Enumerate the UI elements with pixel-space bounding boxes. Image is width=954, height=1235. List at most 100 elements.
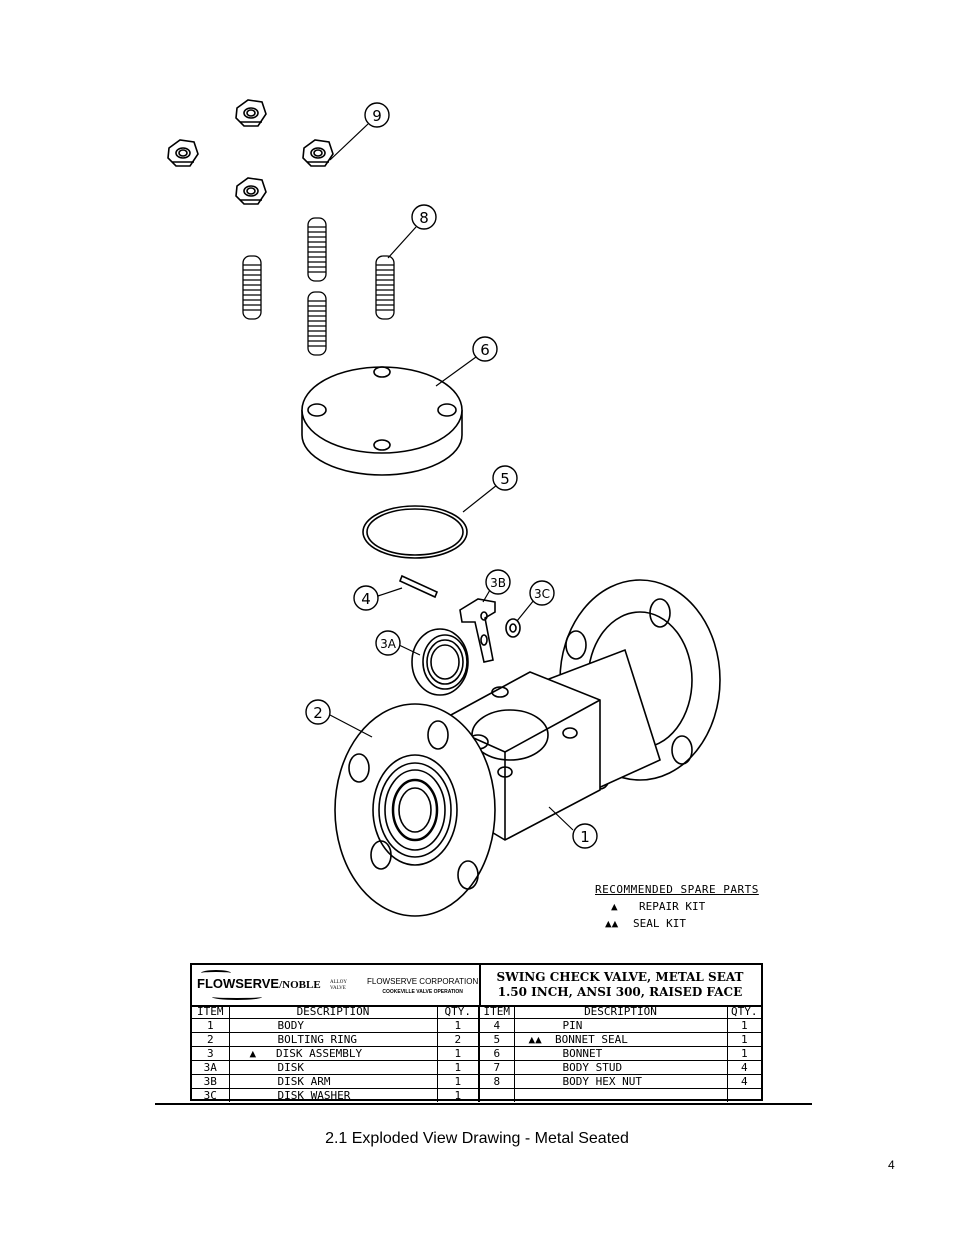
hex-nut [302, 139, 334, 167]
table-cell: 1 [437, 1060, 480, 1075]
table-cell: DISK WASHER [229, 1088, 438, 1102]
legend-row: ▲REPAIR KIT [595, 898, 759, 915]
header-qty: QTY. [437, 1005, 480, 1019]
table-cell: 1 [192, 1018, 230, 1033]
disk-arm [459, 598, 496, 663]
table-cell: 1 [437, 1046, 480, 1061]
leader-lines [329, 123, 574, 831]
table-cell: BODY [229, 1018, 438, 1033]
table-cell: 8 [479, 1074, 515, 1089]
figure-caption: 2.1 Exploded View Drawing - Metal Seated [325, 1130, 629, 1147]
header-description-2: DESCRIPTION [514, 1005, 728, 1019]
callout-5: 5 [500, 470, 510, 488]
body-stud [307, 291, 327, 356]
table-cell: 1 [727, 1046, 761, 1061]
table-cell: 2 [192, 1032, 230, 1047]
callout-3c: 3C [534, 587, 550, 601]
table-cell [727, 1089, 761, 1103]
header-qty-2: QTY. [727, 1005, 761, 1019]
table-cell: DISK [229, 1060, 438, 1075]
table-cell: 4 [479, 1018, 515, 1033]
table-cell: BOLTING RING [229, 1032, 438, 1047]
legend-label: SEAL KIT [633, 917, 686, 930]
table-cell: 3C [192, 1088, 230, 1102]
title-line-1: SWING CHECK VALVE, METAL SEAT [496, 970, 744, 984]
table-header-row: ITEM DESCRIPTION QTY. ITEM DESCRIPTION Q… [192, 1005, 761, 1019]
corporation-block: FLOWSERVE CORPORATION COOKEVILLE VALVE O… [367, 977, 478, 997]
table-cell: PIN [514, 1018, 728, 1033]
callout-2: 2 [313, 704, 323, 722]
table-cell: 1 [437, 1088, 480, 1102]
callout-8: 8 [419, 209, 429, 227]
table-cell: BODY STUD [514, 1060, 728, 1075]
disk-washer [505, 618, 521, 638]
table-cell [514, 1088, 728, 1102]
table-cell: 3 [192, 1046, 230, 1061]
body-stud [242, 255, 262, 320]
parts-table: ITEM DESCRIPTION QTY. ITEM DESCRIPTION Q… [192, 1005, 761, 1102]
legend-row: ▲▲ SEAL KIT [595, 915, 759, 932]
hex-nut [167, 139, 199, 167]
table-cell: ▲ DISK ASSEMBLY [229, 1046, 438, 1061]
table-cell: BODY HEX NUT [514, 1074, 728, 1089]
table-cell: 1 [437, 1018, 480, 1033]
table-cell: 7 [479, 1060, 515, 1075]
page-number: 4 [888, 1158, 895, 1172]
header-item-2: ITEM [479, 1005, 515, 1019]
body-stud [307, 217, 327, 282]
disk [411, 628, 469, 696]
table-cell: 4 [727, 1060, 761, 1075]
table-cell [479, 1088, 515, 1102]
logo-swoosh-top [201, 970, 231, 976]
body-stud [375, 255, 395, 320]
corporation-name: FLOWSERVE CORPORATION [367, 977, 479, 986]
brand-name: FLOWSERVE [197, 976, 280, 991]
hex-nut [235, 177, 267, 205]
table-cell: 4 [727, 1074, 761, 1089]
header-description: DESCRIPTION [229, 1005, 438, 1019]
valve-body [334, 579, 721, 917]
table-cell: 1 [727, 1018, 761, 1033]
brand-suffix: /NOBLE [279, 979, 321, 991]
table-cell: 1 [437, 1074, 480, 1089]
legend-label: REPAIR KIT [639, 900, 706, 913]
title-line-2: 1.50 INCH, ANSI 300, RAISED FACE [497, 985, 743, 999]
drawing-title: SWING CHECK VALVE, METAL SEAT 1.50 INCH,… [479, 965, 761, 1005]
hex-nut [235, 99, 267, 127]
logo-swoosh-bottom [212, 994, 262, 1000]
callout-3a: 3A [380, 637, 397, 651]
pin [398, 574, 439, 599]
table-cell: 5 [479, 1032, 515, 1047]
spare-parts-legend: RECOMMENDED SPARE PARTS ▲REPAIR KIT ▲▲ SE… [595, 881, 759, 932]
table-cell: 6 [479, 1046, 515, 1061]
table-cell: 3A [192, 1060, 230, 1075]
table-cell: 1 [727, 1032, 761, 1047]
table-cell: 3B [192, 1074, 230, 1089]
table-cell: DISK ARM [229, 1074, 438, 1089]
callout-4: 4 [361, 590, 371, 608]
drawing-frame [140, 55, 812, 1110]
table-cell: BONNET [514, 1046, 728, 1061]
callout-9: 9 [372, 107, 382, 125]
legend-title: RECOMMENDED SPARE PARTS [595, 883, 759, 896]
header-item: ITEM [192, 1005, 230, 1019]
operation-name: COOKEVILLE VALVE OPERATION [382, 989, 463, 995]
bonnet [301, 366, 463, 476]
table-cell: 2 [437, 1032, 480, 1047]
table-cell: ▲▲ BONNET SEAL [514, 1032, 728, 1047]
callout-3b: 3B [490, 576, 506, 590]
callout-bubbles [305, 102, 598, 849]
callout-6: 6 [480, 341, 490, 359]
legend-symbol: ▲▲ [605, 917, 619, 930]
